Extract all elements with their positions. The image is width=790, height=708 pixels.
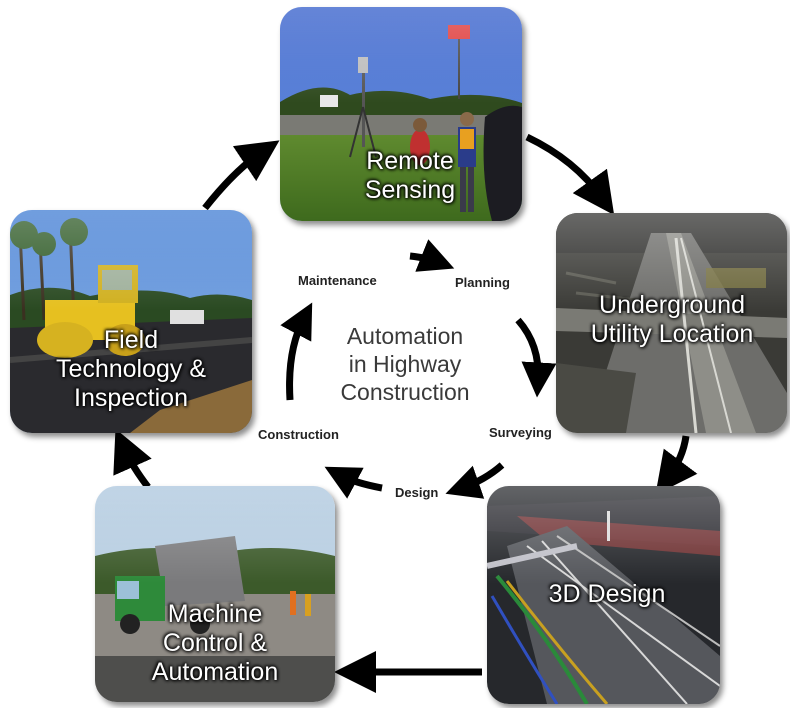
machine-control-photo — [95, 486, 335, 702]
inner-arrow-planning-to-surveying — [515, 317, 557, 398]
remote-sensing-photo — [280, 7, 522, 221]
cycle-label-maintenance: Maintenance — [298, 273, 377, 288]
field-technology-photo — [10, 210, 252, 433]
arrow-field-to-remote — [202, 140, 280, 211]
inner-arrow-surveying-to-design — [445, 462, 505, 499]
center-title: Automation in Highway Construction — [340, 323, 470, 405]
inner-arrow-design-to-construction — [324, 466, 383, 499]
cycle-label-surveying: Surveying — [489, 425, 552, 440]
cycle-label-planning: Planning — [455, 275, 510, 290]
inner-arrow-maintenance-to-planning — [409, 239, 455, 272]
arrow-underground-to-3d — [655, 435, 698, 495]
cycle-label-construction: Construction — [258, 427, 339, 442]
underground-utility-render — [556, 213, 787, 433]
arrow-remote-to-underground — [525, 133, 615, 216]
tile-label-3d-design: 3D Design — [548, 580, 666, 608]
cycle-label-design: Design — [395, 485, 439, 500]
3d-design-render — [487, 486, 720, 704]
arrow-machine-to-field — [113, 428, 152, 490]
tile-3d-design: 3D Design — [487, 486, 720, 704]
